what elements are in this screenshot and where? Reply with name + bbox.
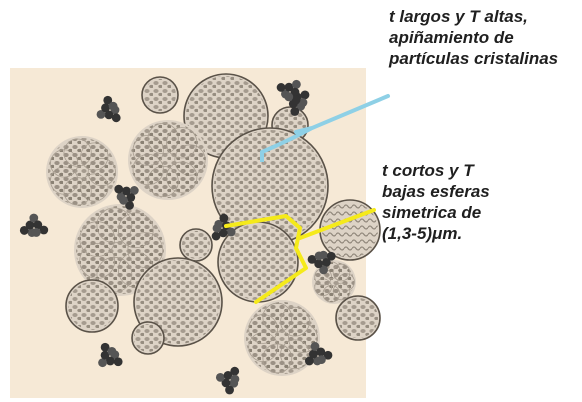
sphere: [335, 295, 381, 341]
sphere: [244, 300, 320, 376]
sphere: [131, 321, 165, 355]
short-time-label-line: simetrica de: [382, 203, 482, 222]
short-time-label: t cortos y T bajas esferas simetrica de …: [382, 160, 490, 244]
sphere-layer: [46, 73, 381, 376]
long-time-label-line: t largos y T altas,: [389, 7, 528, 26]
dark-particle-cluster: [98, 342, 123, 368]
short-time-label-line: t cortos y T: [382, 161, 474, 180]
dark-cluster-layer: [19, 79, 336, 395]
dark-particle-cluster: [114, 184, 139, 210]
sphere: [46, 136, 118, 208]
long-time-label-line: apiñamiento de: [389, 28, 514, 47]
yellow-pointer-line: [224, 208, 376, 304]
dark-particle-cluster: [215, 366, 240, 395]
dark-particle-cluster: [276, 79, 301, 105]
sphere: [312, 260, 356, 304]
sphere: [65, 279, 119, 333]
dark-particle-cluster: [19, 213, 49, 237]
dark-particle-cluster: [304, 342, 333, 366]
long-time-label: t largos y T altas, apiñamiento de partí…: [389, 6, 558, 69]
sphere: [74, 204, 166, 296]
short-time-label-line: (1,3-5)μm.: [382, 224, 463, 243]
dark-particle-cluster: [307, 250, 336, 275]
sphere: [179, 228, 213, 262]
blue-pointer-line: [260, 94, 390, 154]
dark-particle-cluster: [96, 95, 121, 123]
long-time-label-line: partículas cristalinas: [389, 49, 559, 68]
sphere: [141, 76, 179, 114]
short-time-label-line: bajas esferas: [382, 182, 490, 201]
sphere: [217, 221, 299, 303]
dark-particle-cluster: [211, 213, 236, 241]
sphere: [128, 120, 208, 200]
